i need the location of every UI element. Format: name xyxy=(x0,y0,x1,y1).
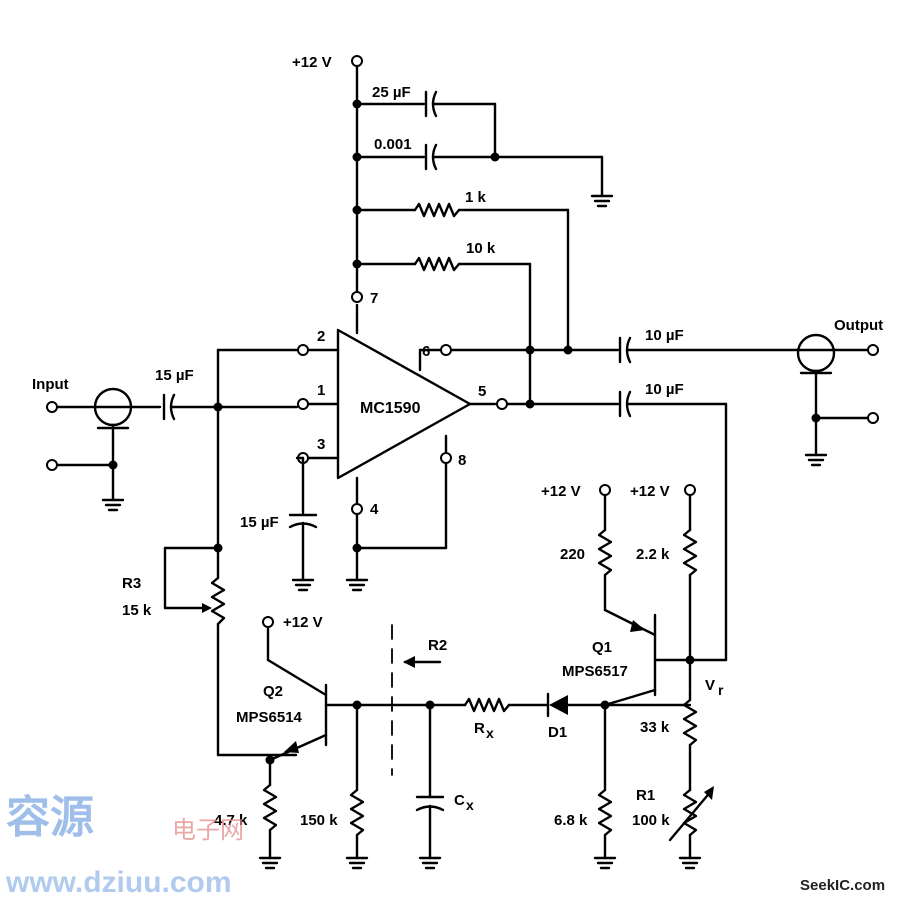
label-v12-q1: +12 V xyxy=(541,483,581,500)
label-c15-pin3: 15 µF xyxy=(240,514,279,531)
label-input: Input xyxy=(32,376,69,393)
q1-transistor xyxy=(597,390,728,707)
label-r10k: 10 k xyxy=(466,240,496,257)
q2-transistor xyxy=(258,616,432,870)
watermark-cn-main: 容源 xyxy=(6,792,94,843)
label-r150k: 150 k xyxy=(300,812,338,829)
label-q1-part: MPS6517 xyxy=(562,663,628,680)
ground-symbol-top xyxy=(590,194,614,208)
label-c10-fb: 10 µF xyxy=(645,381,684,398)
label-r22k: 2.2 k xyxy=(636,546,670,563)
ground-symbol-pin4 xyxy=(345,578,369,592)
label-r1: R1 xyxy=(636,787,655,804)
label-pin7: 7 xyxy=(370,290,378,307)
rx-and-d1 xyxy=(428,692,692,718)
pin7-terminal xyxy=(351,291,363,303)
mc1590-amplifier xyxy=(216,328,620,592)
label-vr-sub: r xyxy=(718,682,724,698)
label-r1-val: 100 k xyxy=(632,812,670,829)
resistor-150k xyxy=(345,703,369,870)
label-pin6: 6 xyxy=(422,343,430,360)
input-terminal xyxy=(46,401,58,413)
label-rx-sub: x xyxy=(486,725,494,741)
label-pin4: 4 xyxy=(370,501,379,518)
label-d1: D1 xyxy=(548,724,567,741)
label-output: Output xyxy=(834,317,883,334)
label-q2: Q2 xyxy=(263,683,283,700)
label-ic: MC1590 xyxy=(360,400,421,417)
label-cx: C xyxy=(454,792,465,809)
label-vr: V xyxy=(705,677,715,694)
label-pin3: 3 xyxy=(317,436,325,453)
watermarks: 容源 电子网 www.dziuu.com SeekIC.com xyxy=(5,792,885,899)
label-r33k: 33 k xyxy=(640,719,670,736)
capacitor-cx xyxy=(415,700,445,870)
label-v12-vr: +12 V xyxy=(630,483,670,500)
label-r1k: 1 k xyxy=(465,189,487,206)
label-q1: Q1 xyxy=(592,639,612,656)
label-pin1: 1 xyxy=(317,382,325,399)
watermark-seekic: SeekIC.com xyxy=(800,877,885,894)
resistor-6k8 xyxy=(593,703,617,870)
label-q2-part: MPS6514 xyxy=(236,709,303,726)
label-pin8: 8 xyxy=(458,452,466,469)
label-r2: R2 xyxy=(428,637,447,654)
label-v12-top: +12 V xyxy=(292,54,332,71)
top-supply-rail xyxy=(351,55,614,405)
output-terminal xyxy=(867,344,879,356)
label-v12-q2: +12 V xyxy=(283,614,323,631)
v12-top-terminal xyxy=(351,55,363,67)
label-cx-sub: x xyxy=(466,797,474,813)
label-r68k: 6.8 k xyxy=(554,812,588,829)
label-r220: 220 xyxy=(560,546,585,563)
watermark-site: www.dziuu.com xyxy=(5,866,232,899)
label-r3: R3 xyxy=(122,575,141,592)
label-r3-val: 15 k xyxy=(122,602,152,619)
watermark-cn-sub: 电子网 xyxy=(172,816,244,844)
label-pin2: 2 xyxy=(317,328,325,345)
label-pin5: 5 xyxy=(478,383,486,400)
label-c25: 25 µF xyxy=(372,84,411,101)
labels: +12 V 25 µF 0.001 1 k 10 k 7 2 1 3 6 5 8… xyxy=(32,54,883,829)
output-section xyxy=(566,333,879,467)
label-r47k: 4.7 k xyxy=(214,812,248,829)
label-rx: R xyxy=(474,720,485,737)
label-c0001: 0.001 xyxy=(374,136,412,153)
resistor-33k-and-r1 xyxy=(668,693,714,870)
pin3-bypass-capacitor xyxy=(288,456,318,592)
r2-boundary xyxy=(391,624,442,776)
input-section xyxy=(46,348,299,550)
label-c10-out: 10 µF xyxy=(645,327,684,344)
label-c15-in: 15 µF xyxy=(155,367,194,384)
